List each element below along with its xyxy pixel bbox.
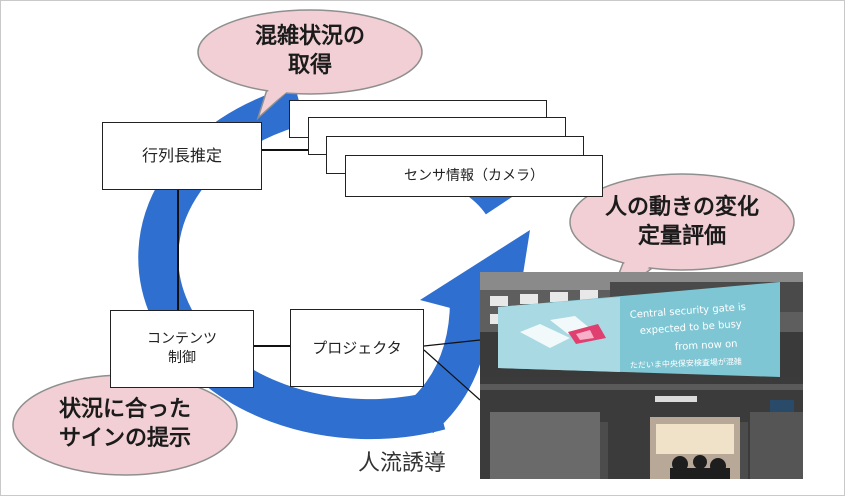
- bubble-sign-line2: サインの提示: [58, 426, 191, 451]
- bubble-congestion: [197, 9, 423, 121]
- projector-label: プロジェクタ: [312, 338, 402, 357]
- projector-box: プロジェクタ: [290, 309, 424, 387]
- bubble-sign-text: 状況に合った サインの提示: [25, 385, 225, 465]
- contents-control-box: コンテンツ 制御: [110, 310, 254, 388]
- sensor-info-label: センサ情報（カメラ）: [404, 167, 544, 184]
- bubble-movement-line1: 人の動きの変化: [604, 195, 759, 221]
- bubble-congestion-line1: 混雑状況の: [254, 24, 365, 50]
- screen-text-line4: ただいま中央保安検査場が混雑: [630, 356, 742, 370]
- caption-people-flow: 人流誘導: [358, 451, 447, 476]
- bubble-congestion-line2: 取得: [287, 53, 332, 78]
- contents-label-line1: コンテンツ: [147, 331, 217, 348]
- contents-label-line2: 制御: [168, 350, 196, 366]
- queue-estimation-box: 行列長推定: [102, 122, 262, 190]
- bubble-movement-line2: 定量評価: [637, 224, 726, 249]
- connector-projector-photo-bottom: [423, 349, 481, 401]
- queue-estimation-label: 行列長推定: [141, 146, 222, 166]
- bubble-sign-line1: 状況に合った: [58, 397, 191, 423]
- photo-scene: Central security gate is expected to be …: [480, 272, 803, 479]
- bubble-congestion-text: 混雑状況の 取得: [215, 14, 405, 90]
- screen-text-line3: from now on: [675, 339, 738, 353]
- bubble-movement-text: 人の動きの変化 定量評価: [582, 184, 782, 262]
- sensor-info-box: センサ情報（カメラ）: [345, 155, 603, 197]
- connector-projector-photo-top: [423, 339, 481, 347]
- airport-projection-photo: Central security gate is expected to be …: [480, 272, 803, 479]
- cycle-arrow-tail: [406, 299, 490, 434]
